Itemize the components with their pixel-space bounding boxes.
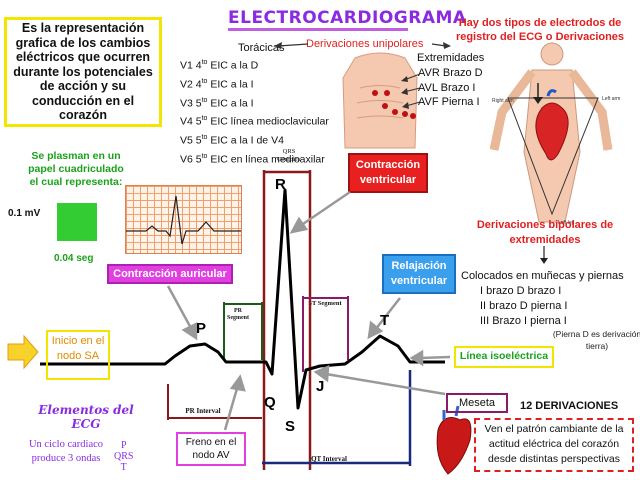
freno-nodo-av-box: Freno en el nodo AV	[176, 432, 246, 466]
toracica-sup: to	[201, 134, 208, 142]
pr-segment-label: PR Segment	[227, 308, 249, 321]
ecg-paper-sample	[125, 185, 242, 254]
toracica-rest: EIC a la D	[207, 59, 259, 72]
qt-interval-label: QT Interval	[311, 455, 347, 463]
toracica-rest: EIC a la I	[207, 78, 254, 91]
definition-box: Es la representación grafica de los camb…	[4, 17, 162, 127]
toracica-sup: to	[201, 152, 208, 160]
extremidad-avr: AVR Brazo D	[418, 67, 483, 79]
wave-t: T	[380, 312, 390, 329]
unipolares-arrow-right	[431, 42, 451, 49]
pr-interval-label: PR Interval	[185, 407, 221, 415]
wave-s: S	[285, 418, 296, 435]
toracica-rest: EIC línea medioclavicular	[207, 115, 329, 128]
toracica-lead: V6 5	[180, 153, 202, 166]
elementos-title: Elementos del ECG	[38, 403, 134, 431]
mv-label: 0.1 mV	[8, 208, 41, 219]
toracica-sup: to	[201, 59, 208, 66]
definition-text: Es la representación grafica de los camb…	[13, 21, 153, 123]
left-leg-label: Left leg	[558, 220, 575, 226]
toracica-sup: to	[201, 115, 208, 123]
left-arm-label: Left arm	[602, 96, 620, 102]
toracica-sup: to	[201, 77, 208, 85]
wave-p: P	[196, 320, 207, 337]
torso-electrode-figure	[342, 52, 418, 149]
bipolar-i: I brazo D brazo I	[480, 285, 562, 297]
wave-r: R	[275, 176, 286, 193]
toracica-item: V6 5to EIC en línea medioaxilar	[180, 149, 329, 168]
toracica-item: V5 5to EIC a la I de V4	[180, 130, 329, 149]
toracica-rest: EIC a la I	[207, 97, 254, 110]
bipolares-down-arrow	[540, 246, 548, 264]
toracica-item: V2 4to EIC a la I	[180, 74, 329, 93]
extremidad-avl: AVL Brazo I	[418, 81, 476, 94]
toracica-lead: V4 5	[180, 115, 202, 128]
wave-j: J	[316, 378, 325, 395]
linea-isoelectrica-label: Línea isoeléctrica	[454, 346, 554, 368]
onda-qrs: QRS	[114, 451, 134, 462]
unipolares-label: Derivaciones unipolares	[306, 38, 424, 50]
relajacion-ventricular-label: Relajación ventricular	[382, 254, 456, 294]
toracica-lead: V3 5	[180, 97, 202, 110]
heart-icon	[436, 405, 472, 475]
toracica-sup: to	[201, 96, 208, 104]
electrodos-text: Hay dos tipos de electrodos de registro …	[455, 17, 625, 43]
toracica-item: V4 5to EIC línea medioclavicular	[180, 111, 329, 130]
title-underline	[228, 28, 408, 31]
right-arm-label: Right arm	[492, 98, 514, 104]
qrs-complex-label: QRS Complex	[277, 148, 301, 163]
colocados-list: I brazo D brazo I II brazo D pierna I II…	[480, 284, 567, 329]
wave-q: Q	[264, 394, 276, 411]
toracica-rest: EIC en línea medioaxilar	[207, 153, 325, 166]
seg-label: 0.04 seg	[54, 253, 94, 264]
bipolar-iii: III Brazo I pierna I	[480, 315, 567, 327]
meseta-label: Meseta	[446, 393, 508, 413]
contraccion-auricular-label: Contracción auricular	[107, 264, 233, 284]
extremidades-list: AVR Brazo D AVL Brazo I AVF Pierna I	[418, 66, 483, 110]
st-segment-label: ST Segment	[308, 300, 342, 307]
colocados-heading: Colocados en muñecas y piernas	[461, 270, 624, 282]
toracica-rest: EIC a la I de V4	[207, 134, 284, 147]
grid-square-sample	[57, 203, 97, 241]
onda-p: P	[120, 440, 127, 451]
toracicas-heading: Torácicas	[238, 42, 285, 54]
toracica-lead: V2 4	[180, 78, 202, 91]
tres-ondas-list: P QRS T	[114, 440, 133, 473]
toracica-item: V3 5to EIC a la I	[180, 93, 329, 112]
bipolares-label: Derivaciones bipolares de extremidades	[476, 219, 614, 246]
papel-text: Se plasman en un papel cuadriculado el c…	[28, 150, 124, 188]
extremidades-heading: Extremidades	[417, 52, 485, 64]
page-title: ELECTROCARDIOGRAMA	[228, 8, 467, 28]
extremidades-arrows	[401, 73, 421, 109]
electrodos-down-arrow	[533, 83, 543, 104]
inicio-nodo-sa-box: Inicio en el nodo SA	[46, 330, 110, 380]
toracica-lead: V1 4	[180, 59, 202, 72]
unipolares-arrow	[274, 42, 309, 49]
pierna-tierra-note: (Pierna D es derivación tierra)	[552, 329, 640, 351]
ecg-paper-trace	[126, 195, 241, 245]
onda-t: T	[120, 462, 127, 473]
einthoven-body-figure: Right arm Left arm Left leg	[490, 42, 620, 226]
toracica-item: V1 4to EIC a la D	[180, 55, 329, 74]
toracica-lead: V5 5	[180, 134, 202, 147]
extremidad-avf: AVF Pierna I	[418, 96, 480, 108]
contraccion-ventricular-label: Contracción ventricular	[348, 153, 428, 193]
doce-derivaciones-text: Ven el patrón cambiante de la actitud el…	[474, 418, 634, 472]
ciclo-text: Un ciclo cardiaco produce 3 ondas	[28, 439, 104, 464]
doce-derivaciones-title: 12 DERIVACIONES	[520, 400, 619, 412]
bipolar-ii: II brazo D pierna I	[480, 300, 568, 312]
